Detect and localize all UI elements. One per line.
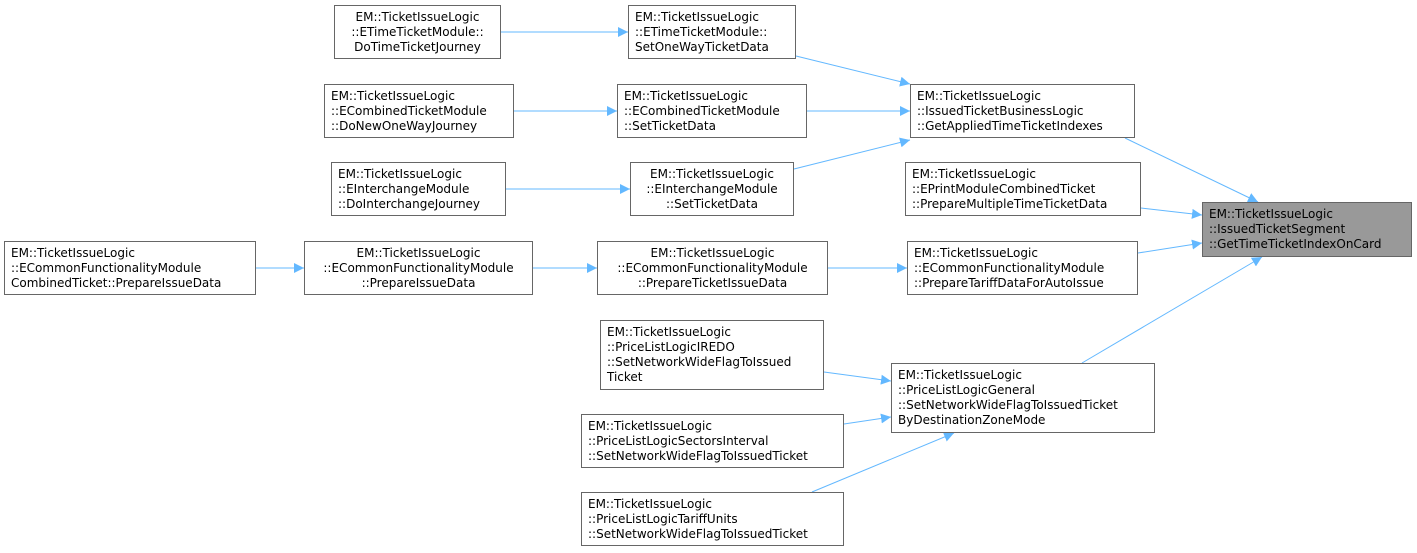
edge-n8-to-n9 — [1140, 207, 1203, 219]
edge-n13-to-n9 — [1137, 239, 1203, 254]
edge-n16-to-n15 — [843, 413, 892, 425]
edge-n2-to-n5 — [795, 55, 911, 87]
node-label-line: ::PrepareIssueData — [361, 275, 476, 290]
node-label-line: ::PriceListLogicSectorsInterval — [588, 433, 769, 448]
node-label-line: ::PrepareTicketIssueData — [637, 275, 788, 290]
node-label-line: EM::TicketIssueLogic — [356, 245, 481, 260]
graph-node-n3[interactable]: EM::TicketIssueLogic::ECombinedTicketMod… — [324, 84, 514, 138]
node-label-line: EM::TicketIssueLogic — [607, 325, 731, 339]
graph-node-n1[interactable]: EM::TicketIssueLogic::ETimeTicketModule:… — [334, 5, 501, 59]
graph-node-n4[interactable]: EM::TicketIssueLogic::ECombinedTicketMod… — [617, 84, 807, 138]
edge-n7-to-n5 — [793, 137, 911, 170]
node-label-line: ::PriceListLogicIREDO — [607, 340, 735, 354]
node-label-line: ::EInterchangeModule — [338, 181, 470, 196]
node-label-line: EM::TicketIssueLogic — [1209, 207, 1333, 221]
node-label-line: ::SetNetworkWideFlagToIssued — [607, 355, 792, 369]
node-label-line: EM::TicketIssueLogic — [624, 88, 748, 103]
node-label-line: ::ECommonFunctionalityModule — [617, 260, 808, 275]
graph-node-n10[interactable]: EM::TicketIssueLogic::ECommonFunctionali… — [4, 241, 256, 295]
edge-n15-to-n9 — [1081, 256, 1263, 364]
node-label-line: EM::TicketIssueLogic — [338, 166, 462, 181]
node-label-line: ::ECombinedTicketModule — [331, 103, 487, 118]
node-label-line: ::EInterchangeModule — [646, 181, 778, 196]
edge-n14-to-n15 — [823, 371, 892, 385]
node-label-line: EM::TicketIssueLogic — [914, 245, 1038, 260]
node-label-line: ::PrepareMultipleTimeTicketData — [912, 196, 1108, 211]
node-label-line: ::IssuedTicketSegment — [1209, 222, 1346, 236]
node-label-line: ::SetNetworkWideFlagToIssuedTicket — [588, 526, 808, 541]
graph-node-n6[interactable]: EM::TicketIssueLogic::EInterchangeModule… — [331, 162, 506, 216]
node-label-line: ::DoNewOneWayJourney — [331, 118, 478, 133]
node-label-line: SetOneWayTicketData — [635, 39, 769, 54]
graph-node-n8[interactable]: EM::TicketIssueLogic::EPrintModuleCombin… — [905, 162, 1141, 216]
graph-node-n17[interactable]: EM::TicketIssueLogic::PriceListLogicTari… — [581, 492, 844, 546]
node-label-line: EM::TicketIssueLogic — [650, 166, 774, 181]
graph-node-n11[interactable]: EM::TicketIssueLogic::ECommonFunctionali… — [304, 241, 533, 295]
graph-node-n7[interactable]: EM::TicketIssueLogic::EInterchangeModule… — [630, 162, 794, 216]
edge-n17-to-n15 — [811, 432, 955, 493]
edge-n5-to-n9 — [1124, 137, 1259, 203]
node-label-line: ::DoInterchangeJourney — [338, 196, 481, 211]
node-label-line: ::ECombinedTicketModule — [624, 103, 780, 118]
node-label-line: EM::TicketIssueLogic — [650, 245, 775, 260]
node-label-line: ::GetAppliedTimeTicketIndexes — [917, 118, 1103, 133]
graph-node-n15[interactable]: EM::TicketIssueLogic::PriceListLogicGene… — [891, 363, 1155, 433]
node-label-line: CombinedTicket::PrepareIssueData — [11, 275, 222, 290]
node-label-line: ::PriceListLogicGeneral — [898, 383, 1035, 397]
node-label-line: EM::TicketIssueLogic — [917, 88, 1041, 103]
node-label-line: EM::TicketIssueLogic — [11, 245, 135, 260]
node-label-line: EM::TicketIssueLogic — [331, 88, 455, 103]
node-label-line: Ticket — [607, 370, 643, 384]
node-label-line: ::EPrintModuleCombinedTicket — [912, 181, 1096, 196]
node-label-line: ::GetTimeTicketIndexOnCard — [1209, 237, 1382, 251]
graph-node-n5[interactable]: EM::TicketIssueLogic::IssuedTicketBusine… — [910, 84, 1135, 138]
node-label-line: ::ECommonFunctionalityModule — [914, 260, 1105, 275]
node-label-line: ByDestinationZoneMode — [898, 413, 1046, 427]
node-label-line: ::SetTicketData — [666, 196, 758, 211]
node-label-line: ::ECommonFunctionalityModule — [323, 260, 514, 275]
graph-node-n12[interactable]: EM::TicketIssueLogic::ECommonFunctionali… — [597, 241, 828, 295]
node-label-line: ::PriceListLogicTariffUnits — [588, 511, 738, 526]
node-label-line: EM::TicketIssueLogic — [635, 9, 759, 24]
node-label-line: EM::TicketIssueLogic — [355, 9, 480, 24]
node-label-line: ::PrepareTariffDataForAutoIssue — [914, 275, 1104, 290]
node-label-line: EM::TicketIssueLogic — [588, 496, 712, 511]
node-label-line: ::SetTicketData — [624, 118, 716, 133]
node-label-line: ::SetNetworkWideFlagToIssuedTicket — [588, 448, 808, 463]
graph-node-n13[interactable]: EM::TicketIssueLogic::ECommonFunctionali… — [907, 241, 1138, 295]
node-label-line: ::ECommonFunctionalityModule — [11, 260, 202, 275]
node-label-line: ::ETimeTicketModule:: — [351, 24, 484, 39]
node-label-line: ::IssuedTicketBusinessLogic — [917, 103, 1084, 118]
node-label-line: ::SetNetworkWideFlagToIssuedTicket — [898, 398, 1118, 412]
node-label-line: EM::TicketIssueLogic — [912, 166, 1036, 181]
graph-node-n16[interactable]: EM::TicketIssueLogic::PriceListLogicSect… — [581, 414, 844, 468]
node-label-line: EM::TicketIssueLogic — [588, 418, 712, 433]
graph-node-n14[interactable]: EM::TicketIssueLogic::PriceListLogicIRED… — [600, 320, 824, 390]
node-label-line: ::ETimeTicketModule:: — [635, 24, 768, 39]
graph-node-n9: EM::TicketIssueLogic::IssuedTicketSegmen… — [1202, 202, 1412, 257]
node-label-line: EM::TicketIssueLogic — [898, 368, 1022, 382]
graph-node-n2[interactable]: EM::TicketIssueLogic::ETimeTicketModule:… — [628, 5, 796, 59]
node-label-line: DoTimeTicketJourney — [354, 39, 481, 54]
